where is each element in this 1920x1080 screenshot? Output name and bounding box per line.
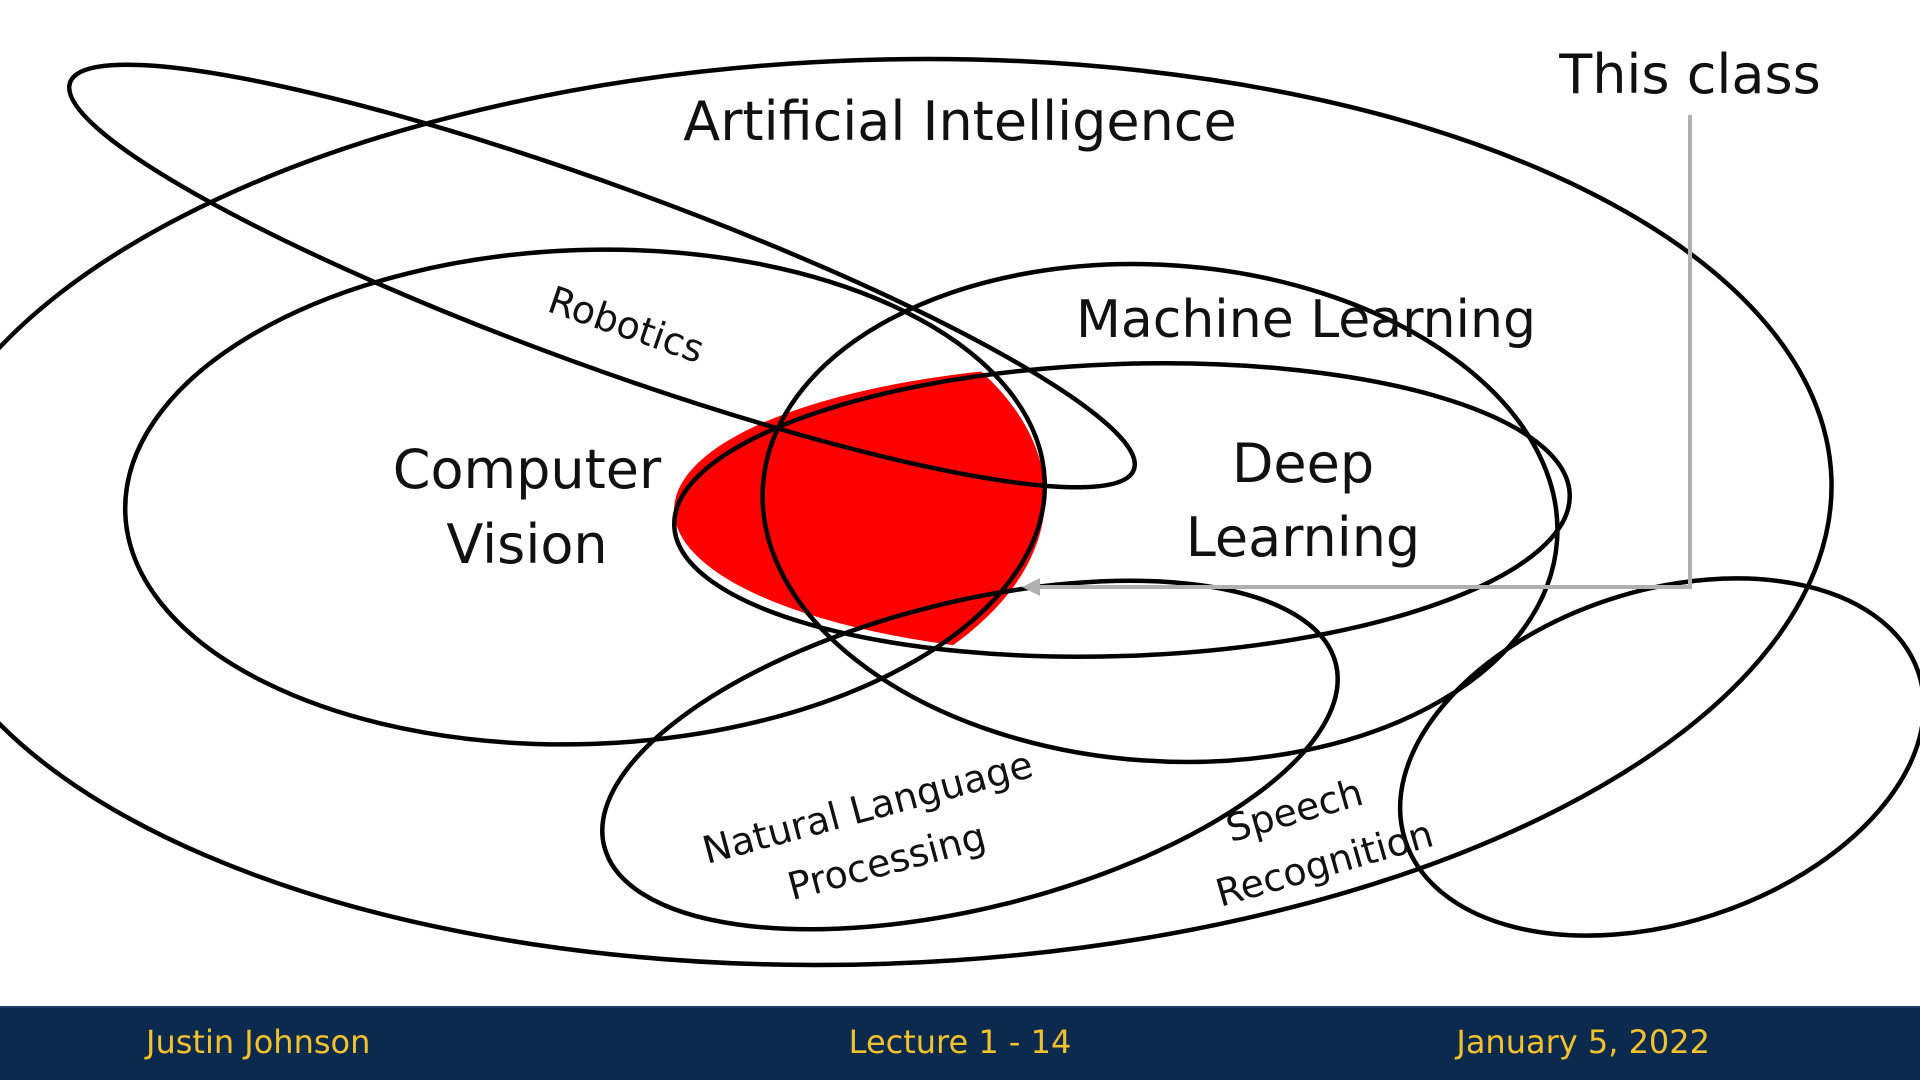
venn-diagram: Artificial Intelligence This class Robot… <box>0 43 1920 968</box>
deep-learning-ellipse <box>671 361 1573 659</box>
this-class-pointer-arrowhead <box>1022 578 1040 596</box>
ai-label: Artificial Intelligence <box>683 90 1236 153</box>
computer-vision-label-line2: Vision <box>446 513 607 576</box>
footer-bar: Justin Johnson Lecture 1 - 14 January 5,… <box>0 1006 1920 1080</box>
ai-ellipse <box>0 56 1834 968</box>
speech-recognition-ellipse <box>1397 576 1920 938</box>
highlight-region <box>674 364 1045 656</box>
cv-dl-intersection-fill <box>674 364 1045 656</box>
computer-vision-label-line1: Computer <box>393 438 662 501</box>
deep-learning-label-line2: Learning <box>1186 506 1420 569</box>
computer-vision-ellipse <box>122 247 1048 747</box>
machine-learning-label: Machine Learning <box>1076 290 1536 350</box>
nlp-ellipse <box>600 578 1340 932</box>
deep-learning-label-line1: Deep <box>1232 432 1374 495</box>
robotics-ellipse <box>66 62 1138 490</box>
footer-date: January 5, 2022 <box>1456 1023 1710 1061</box>
footer-lecture-number: Lecture 1 - 14 <box>848 1023 1072 1061</box>
machine-learning-ellipse <box>760 261 1560 765</box>
footer-author: Justin Johnson <box>146 1023 371 1061</box>
this-class-label: This class <box>1558 43 1821 106</box>
this-class-pointer-line <box>1034 115 1692 589</box>
